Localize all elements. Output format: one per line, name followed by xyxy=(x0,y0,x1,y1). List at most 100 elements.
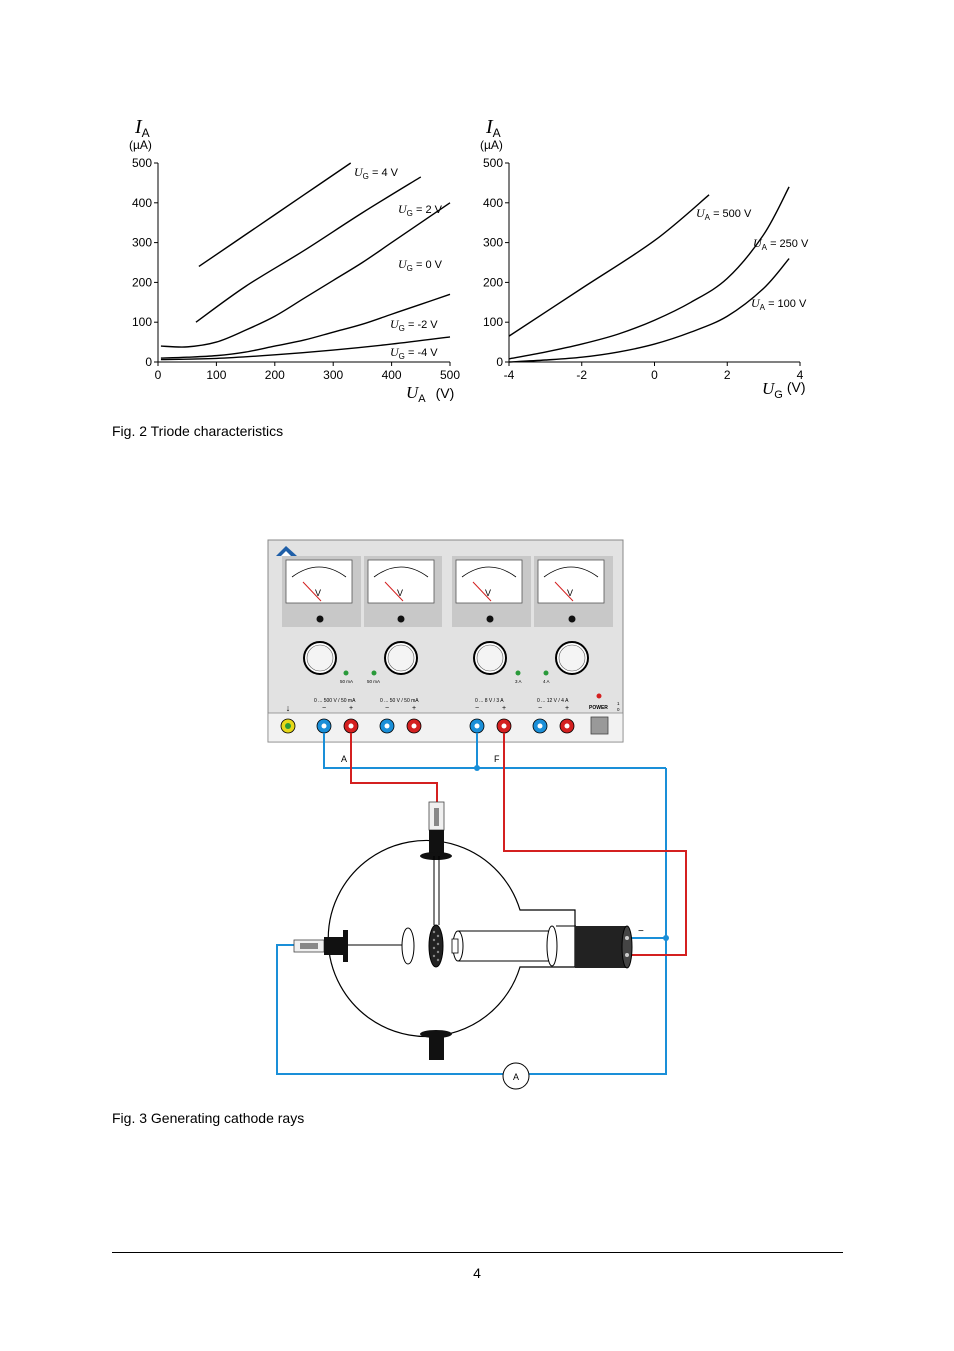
left-y-symbol: IA xyxy=(134,116,150,140)
power-led xyxy=(596,693,602,699)
power-state-off: 0 xyxy=(617,707,620,712)
meter-panel-4: V xyxy=(534,556,613,627)
series-label: UG = -4 V xyxy=(390,345,438,361)
series-label: UG = -2 V xyxy=(390,317,438,333)
series-line xyxy=(508,186,790,360)
knob-4[interactable] xyxy=(555,641,589,675)
grid xyxy=(428,924,444,968)
y-tick-label: 400 xyxy=(132,196,152,210)
series-label: UG = 2 V xyxy=(398,202,443,218)
minus-mark-1: − xyxy=(322,705,326,712)
cathode-filament xyxy=(451,938,459,954)
power-state-on: 1 xyxy=(617,701,620,706)
right-y-symbol: IA xyxy=(485,116,501,140)
knob-1[interactable] xyxy=(303,641,337,675)
series-line xyxy=(508,258,790,363)
led-2 xyxy=(371,670,377,676)
right-y-unit: (µA) xyxy=(480,138,503,152)
knob-3[interactable] xyxy=(473,641,507,675)
series-label: UG = 4 V xyxy=(354,165,399,181)
fig3-diagram: V V V V xyxy=(267,539,687,1090)
meter-1-unit: V xyxy=(315,588,321,598)
terminal-plus-4[interactable] xyxy=(559,718,575,734)
plus-mark-2: + xyxy=(412,705,416,712)
right-series: UA = 500 VUA = 250 VUA = 100 V xyxy=(508,186,809,363)
led-4 xyxy=(543,670,549,676)
power-switch[interactable] xyxy=(590,716,609,735)
range-label-2: 0 ... 50 V / 50 mA xyxy=(380,698,419,704)
series-line xyxy=(160,202,451,348)
knob-2[interactable] xyxy=(384,641,418,675)
terminal-minus-2[interactable] xyxy=(379,718,395,734)
label-a: A xyxy=(341,754,347,764)
junction-1 xyxy=(474,765,480,771)
x-tick-label: 300 xyxy=(323,368,343,382)
footer-rule xyxy=(112,1252,843,1253)
y-tick-label: 300 xyxy=(483,236,503,250)
left-x-label: UA(V) xyxy=(406,383,454,405)
top-socket xyxy=(429,830,444,855)
x-tick-label: 500 xyxy=(440,368,460,382)
series-label: UG = 0 V xyxy=(398,257,443,273)
wire-blue-anode-minus xyxy=(323,733,666,769)
x-tick-label: 0 xyxy=(651,368,658,382)
meter-1-adjust-screw[interactable] xyxy=(316,615,324,623)
meter-4-adjust-screw[interactable] xyxy=(568,615,576,623)
fig3-caption: Fig. 3 Generating cathode rays xyxy=(112,1110,305,1126)
tube-bulb xyxy=(327,839,576,1038)
y-tick-label: 200 xyxy=(483,275,503,289)
meter-4-unit: V xyxy=(567,588,573,598)
y-tick-label: 100 xyxy=(132,315,152,329)
x-tick-label: 4 xyxy=(797,368,804,382)
x-tick-label: 400 xyxy=(382,368,402,382)
meter-3-unit: V xyxy=(485,588,491,598)
series-label: UA = 100 V xyxy=(751,296,807,312)
series-label: UA = 500 V xyxy=(696,206,752,222)
series-line xyxy=(508,194,710,337)
wire-blue-right-down xyxy=(528,768,667,1075)
x-tick-label: 100 xyxy=(206,368,226,382)
plus-mark-3: + xyxy=(502,705,506,712)
terminal-minus-3[interactable] xyxy=(469,718,485,734)
label-f: F xyxy=(494,754,500,764)
terminal-ground[interactable] xyxy=(280,718,296,734)
meter-2-adjust-screw[interactable] xyxy=(397,615,405,623)
terminal-minus-4[interactable] xyxy=(532,718,548,734)
y-tick-label: 100 xyxy=(483,315,503,329)
power-supply: V V V V xyxy=(267,539,624,743)
x-tick-label: -4 xyxy=(504,368,515,382)
plus-mark-1: + xyxy=(349,705,353,712)
right-x-label: UG(V) xyxy=(762,379,806,401)
meter-panel-3: V xyxy=(452,556,531,627)
meter-panel-1: V xyxy=(282,556,361,627)
x-tick-label: 200 xyxy=(265,368,285,382)
x-tick-label: -2 xyxy=(576,368,587,382)
meter-panel-2: V xyxy=(364,556,442,627)
series-line xyxy=(160,293,451,359)
cathode-minus-label: − xyxy=(638,926,644,937)
terminal-plus-3[interactable] xyxy=(496,718,512,734)
bottom-socket xyxy=(429,1034,444,1060)
led-1-label: 50 mA xyxy=(340,679,353,684)
range-label-1: 0 ... 500 V / 50 mA xyxy=(314,698,356,704)
meter-3-adjust-screw[interactable] xyxy=(486,615,494,623)
terminal-plus-2[interactable] xyxy=(406,718,422,734)
base-pin-1 xyxy=(625,936,629,940)
terminal-plus-1[interactable] xyxy=(343,718,359,734)
left-socket xyxy=(324,937,344,955)
y-tick-label: 0 xyxy=(496,355,503,369)
left-y-unit: (µA) xyxy=(129,138,152,152)
brand-logo-icon xyxy=(276,546,297,556)
range-label-3: 0 ... 8 V / 3 A xyxy=(475,698,504,704)
x-tick-label: 0 xyxy=(155,368,162,382)
led-4-label: 4 A xyxy=(543,679,550,684)
terminal-minus-1[interactable] xyxy=(316,718,332,734)
plus-mark-4: + xyxy=(565,705,569,712)
ground-symbol: ↓ xyxy=(286,703,291,713)
